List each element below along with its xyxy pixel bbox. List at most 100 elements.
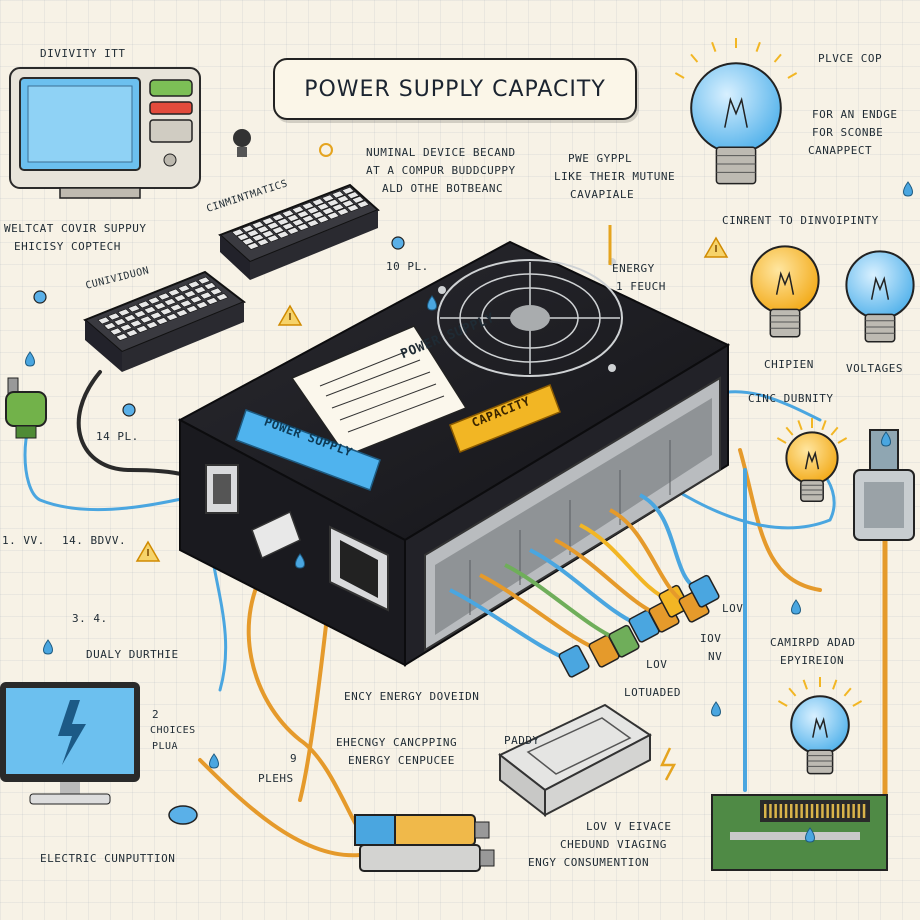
key [137,300,151,309]
key [109,327,123,336]
connector [658,584,690,618]
pin [816,804,819,818]
key [177,284,191,293]
light-ray [674,72,685,79]
water-drop-icon [209,753,219,769]
energy-line1: ENERGY [612,262,655,275]
key [193,286,207,294]
key [189,295,203,304]
key [195,301,209,309]
key [175,309,189,317]
key [155,317,169,325]
pin [779,804,783,818]
key [185,305,199,313]
power-plug-icon [5,377,47,439]
key [256,238,270,247]
v-left-label: 1. VV. [2,534,45,547]
voltages-label: VOLTAGES [846,362,903,375]
light-ray [690,53,699,63]
light-ray [843,687,852,697]
key [173,294,187,302]
energy-line2: 1 FEUCH [616,280,666,293]
board-pins [764,804,866,818]
key [301,214,315,223]
key [286,226,300,235]
key [296,210,310,219]
key [139,315,153,324]
water-drop-icon [295,553,305,569]
key [351,195,365,204]
key [125,329,139,337]
key [167,288,181,297]
key [203,282,217,290]
pin [800,804,803,818]
key [159,307,173,316]
fourteen-pl-label: 14 Pl. [96,430,139,443]
diagram-title: POWER SUPPLY CAPACITY [304,76,606,102]
key [331,190,345,199]
key [231,228,245,237]
light-ray [776,437,787,444]
key [326,211,340,220]
key [301,202,315,210]
pin [810,804,814,818]
key [316,215,330,224]
bdov-label: 14. BDVV. [62,534,127,547]
current-label: CINRENT TO DINVOIPINTY [722,214,879,227]
dualy-label: DUALY DURTHIE [86,648,179,661]
left-note-line2: EHICISY COPTECH [14,240,121,253]
light-ray [821,420,827,431]
key [205,297,219,305]
pin [847,804,850,818]
light-ray [788,687,797,697]
monitor-top-label: DIVIVITY ITT [40,47,126,60]
pin [862,804,866,818]
key [321,194,335,203]
pin [826,804,829,818]
ehecncy-line2: ENERGY CENPUCEE [348,754,455,767]
key [145,321,159,329]
pin [774,804,777,818]
choices-plua: PLUA [152,741,179,752]
key [103,322,117,330]
right-top-line4: CANAPPECT [808,144,873,157]
key [246,242,260,250]
pin [805,804,809,818]
key [251,221,265,229]
desc2-line1: PWE GYPPL [568,152,633,165]
cinaptd-line1: CAMIRPD ADAD [770,636,856,649]
pin [842,804,845,818]
key [143,306,157,314]
three-v-label: 3. 4. [72,612,108,625]
key [115,333,129,341]
left-note-line1: WELTCAT COVIR SUPPUY [4,222,147,235]
low-v-eivace-line2: CHEDUND VIAGING [560,838,667,851]
mouse-icon [168,805,198,825]
monitor-icon [9,67,201,199]
key [261,217,275,225]
key [266,221,280,230]
ten-pl-label: 10 Pl. [386,260,429,273]
key [341,186,355,195]
key [271,226,285,234]
key [276,230,290,239]
lightbulb-icon [233,129,251,157]
key [296,223,310,231]
key [241,237,255,246]
marker-circle [319,143,333,157]
warning-icon [703,236,729,258]
pin [769,804,772,818]
key [286,214,300,222]
key [291,205,305,214]
desc1-line3: ALD OTHE BOTBEANC [382,182,504,195]
key [127,304,141,313]
connector [688,574,720,608]
key [291,218,305,227]
key [179,299,193,308]
indicator-dots [33,236,405,417]
key [135,325,149,333]
desc2-line2: LIKE THEIR MUTUNE [554,170,676,183]
lightbulb-icon [845,250,915,343]
